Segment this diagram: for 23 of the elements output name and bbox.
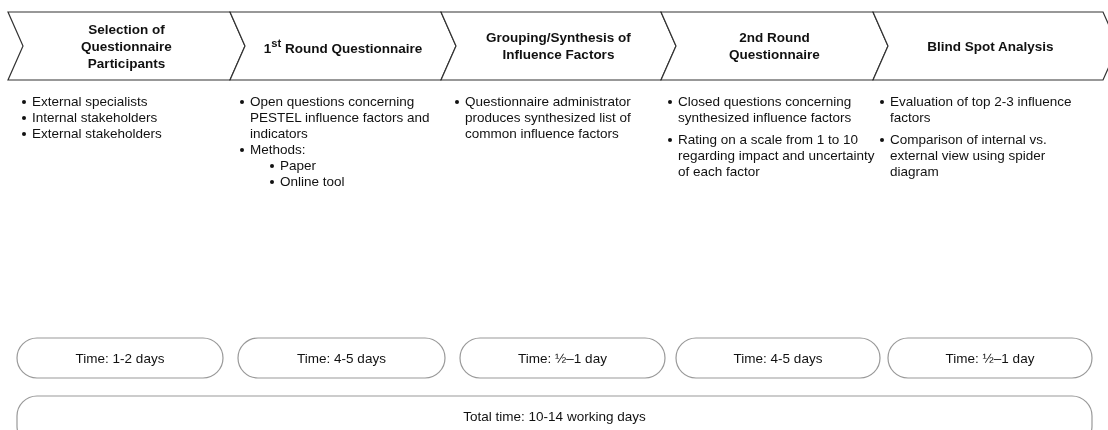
- step-heading: 1$^{st}$ Round Questionnaire: [263, 36, 423, 57]
- duration-text: Time: 4-5 days: [733, 350, 823, 366]
- duration-text: Time: 1-2 days: [75, 350, 165, 366]
- duration-text: Time: ½–1 day: [945, 350, 1035, 366]
- bullet-text: Rating on a scale from 1 to 10 regarding impact and uncertainty of each factor: [678, 132, 875, 179]
- bullet-text: Questionnaire administrator produces synthesized list of common influence factors: [465, 94, 631, 141]
- step-heading: Selection of Questionnaire Participants: [80, 20, 173, 72]
- bullet-text: Internal stakeholders: [32, 110, 158, 125]
- duration-text: Total time: 10-14 working days: [463, 408, 646, 424]
- bullet-text: Closed questions concerning synthesized influence factors: [678, 94, 852, 125]
- bullet-text: Online tool: [280, 174, 345, 189]
- bullet-text: Evaluation of top 2-3 influence factors: [890, 94, 1072, 125]
- duration-text: Time: 4-5 days: [297, 350, 386, 366]
- bullet-text: External stakeholders: [32, 126, 162, 141]
- bullet-text: Methods:: [250, 142, 306, 157]
- bullet-text: External specialists: [32, 94, 148, 109]
- bullet-text: Paper: [280, 158, 317, 173]
- duration-text: Time: ½–1 day: [518, 350, 607, 366]
- bullet-text: Comparison of internal vs. external view using spider diagram: [890, 132, 1047, 179]
- step-heading: Blind Spot Analysis: [927, 37, 1054, 55]
- step-heading: Grouping/Synthesis of Influence Factors: [485, 29, 632, 63]
- bullet-text: Open questions concerning PESTEL influence factors and indicators: [250, 94, 430, 141]
- step-heading: 2nd Round Questionnaire: [728, 29, 821, 63]
